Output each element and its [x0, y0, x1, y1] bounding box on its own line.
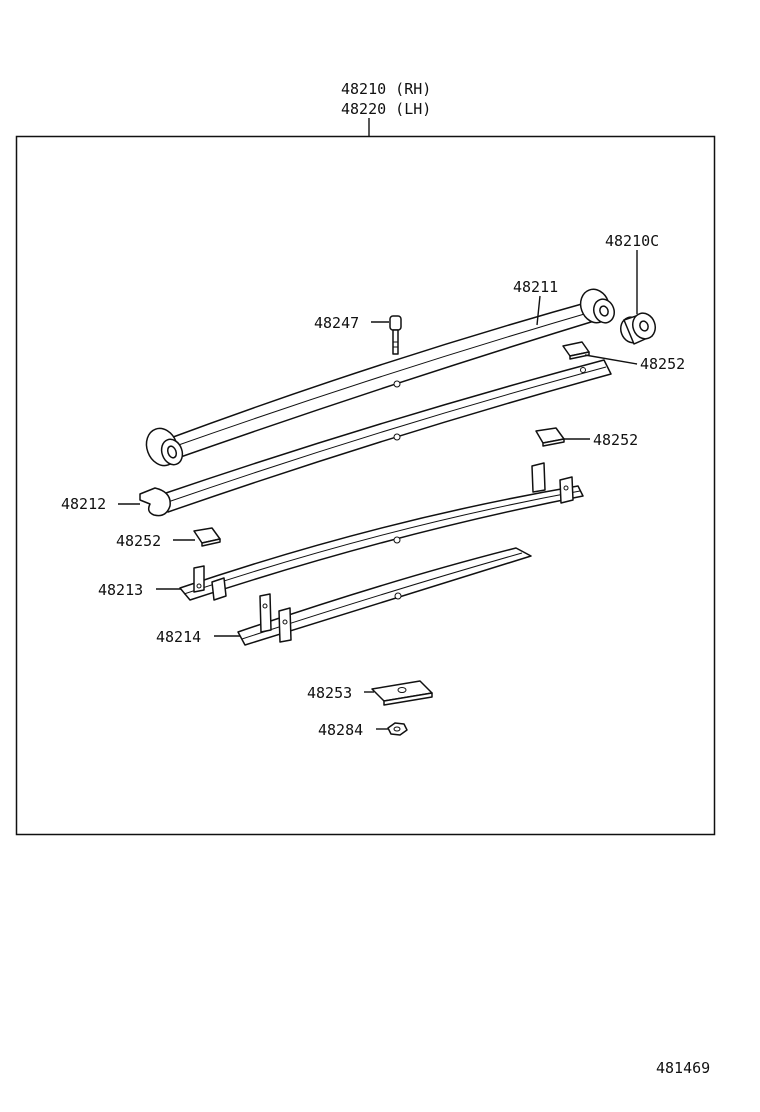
- figure-number: 481469: [656, 1059, 710, 1077]
- main-leaf-label: 48211: [513, 278, 558, 296]
- liner-upper-right-leader-line: [584, 354, 638, 365]
- liner-mid-right-part[interactable]: [535, 427, 565, 447]
- liner-left-part[interactable]: [193, 527, 221, 547]
- clip-bolt-label: 48247: [314, 314, 359, 332]
- fourth-leaf-label: 48214: [156, 628, 201, 646]
- liner-upper-right-part[interactable]: [562, 341, 590, 360]
- second-leaf-part[interactable]: [139, 359, 612, 517]
- fourth-leaf-part[interactable]: [237, 547, 532, 646]
- spacer-label: 48253: [307, 684, 352, 702]
- third-leaf-part[interactable]: [179, 462, 584, 601]
- assembly-label-lh: 48220 (LH): [341, 100, 431, 118]
- liner-mid-right-label: 48252: [593, 431, 638, 449]
- nut-part[interactable]: [387, 722, 408, 736]
- spacer-part[interactable]: [371, 680, 433, 706]
- third-leaf-label: 48213: [98, 581, 143, 599]
- liner-left-label: 48252: [116, 532, 161, 550]
- liner-upper-right-label: 48252: [640, 355, 685, 373]
- bushing-part[interactable]: [617, 310, 659, 346]
- assembly-frame: [15, 135, 716, 836]
- main-leaf-leader-line: [536, 295, 541, 326]
- assembly-label-rh: 48210 (RH): [341, 80, 431, 98]
- clip-bolt-part[interactable]: [389, 315, 402, 355]
- main-leaf-part[interactable]: [141, 285, 617, 470]
- nut-label: 48284: [318, 721, 363, 739]
- bushing-label: 48210C: [605, 232, 659, 250]
- second-leaf-label: 48212: [61, 495, 106, 513]
